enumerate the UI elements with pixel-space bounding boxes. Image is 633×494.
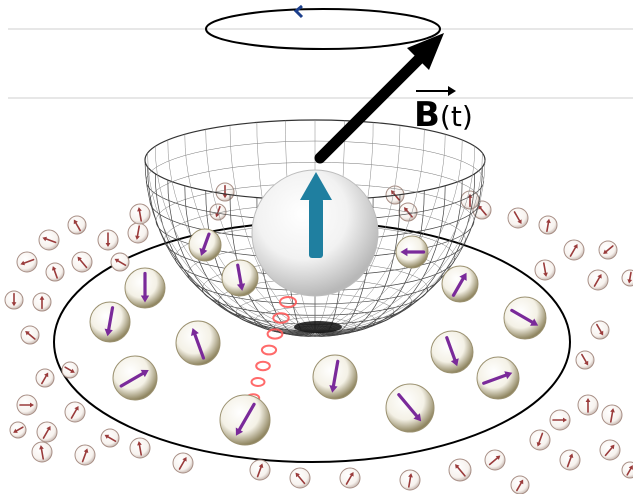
spin-particle [188, 228, 222, 262]
bath-spin [32, 292, 52, 312]
spin-particle [430, 330, 474, 374]
bath-spin [74, 444, 96, 466]
bath-spins [4, 182, 633, 494]
field-label: B(t) [414, 86, 473, 135]
bath-spin [45, 262, 65, 282]
bath-spin [9, 421, 27, 439]
spin-particle [112, 355, 158, 401]
tunneling-trail [245, 296, 297, 403]
bath-spin [129, 437, 151, 459]
bath-spin [289, 467, 311, 489]
bath-spin [100, 428, 120, 448]
spin-particle [219, 394, 271, 446]
bath-spin [575, 350, 595, 370]
bath-spin [529, 429, 551, 451]
bath-spin [534, 259, 556, 281]
bath-spin [20, 325, 40, 345]
spin-particle [503, 296, 547, 340]
spin-particle [124, 267, 166, 309]
bath-spin [4, 290, 24, 310]
spin-particle [395, 235, 429, 269]
spin-particle [385, 383, 435, 433]
bath-spin [621, 269, 633, 287]
bath-spin [549, 409, 571, 431]
central-spin [251, 169, 379, 297]
bath-spin [129, 203, 151, 225]
spin-particle [221, 259, 259, 297]
ring-spins [89, 228, 547, 446]
spin-particle [441, 265, 479, 303]
bath-spin [590, 320, 610, 340]
spin-particle [89, 301, 131, 343]
bath-spin [36, 421, 58, 443]
bath-spin [460, 190, 480, 210]
bath-spin [31, 441, 53, 463]
spin-particle [175, 320, 221, 366]
bath-spin [71, 251, 93, 273]
bath-spin [16, 251, 38, 273]
bath-spin [601, 404, 623, 426]
bath-spin [563, 239, 585, 261]
bath-spin [67, 215, 87, 235]
field-symbol: B [414, 95, 440, 135]
bath-spin [538, 215, 558, 235]
bath-spin [97, 229, 119, 251]
bath-spin [172, 452, 194, 474]
bath-spin [577, 394, 599, 416]
bath-spin [127, 222, 149, 244]
bath-spin [61, 361, 79, 379]
bath-spin [399, 469, 421, 491]
field-argument: (t) [439, 100, 473, 133]
bath-spin [448, 458, 472, 482]
bath-spin [110, 252, 130, 272]
bath-spin [339, 467, 361, 489]
bath-spin [249, 459, 271, 481]
bath-spin [507, 207, 529, 229]
precession-orbit [205, 8, 441, 50]
bath-spin [599, 439, 621, 461]
spin-particle [312, 354, 358, 400]
bath-spin [484, 449, 506, 471]
bath-spin [587, 269, 609, 291]
bath-spin [621, 461, 633, 479]
bath-spin [35, 368, 55, 388]
bath-spin [16, 394, 38, 416]
bath-spin [215, 182, 235, 202]
bath-spin [38, 229, 60, 251]
bath-spin [64, 401, 86, 423]
spin-particle [476, 356, 520, 400]
vector-overline [416, 86, 456, 96]
bath-spin [510, 475, 530, 494]
chevron-left-icon [293, 4, 304, 19]
arrow-icon [314, 33, 444, 164]
bath-spin [559, 449, 581, 471]
bath-spin [598, 240, 618, 260]
